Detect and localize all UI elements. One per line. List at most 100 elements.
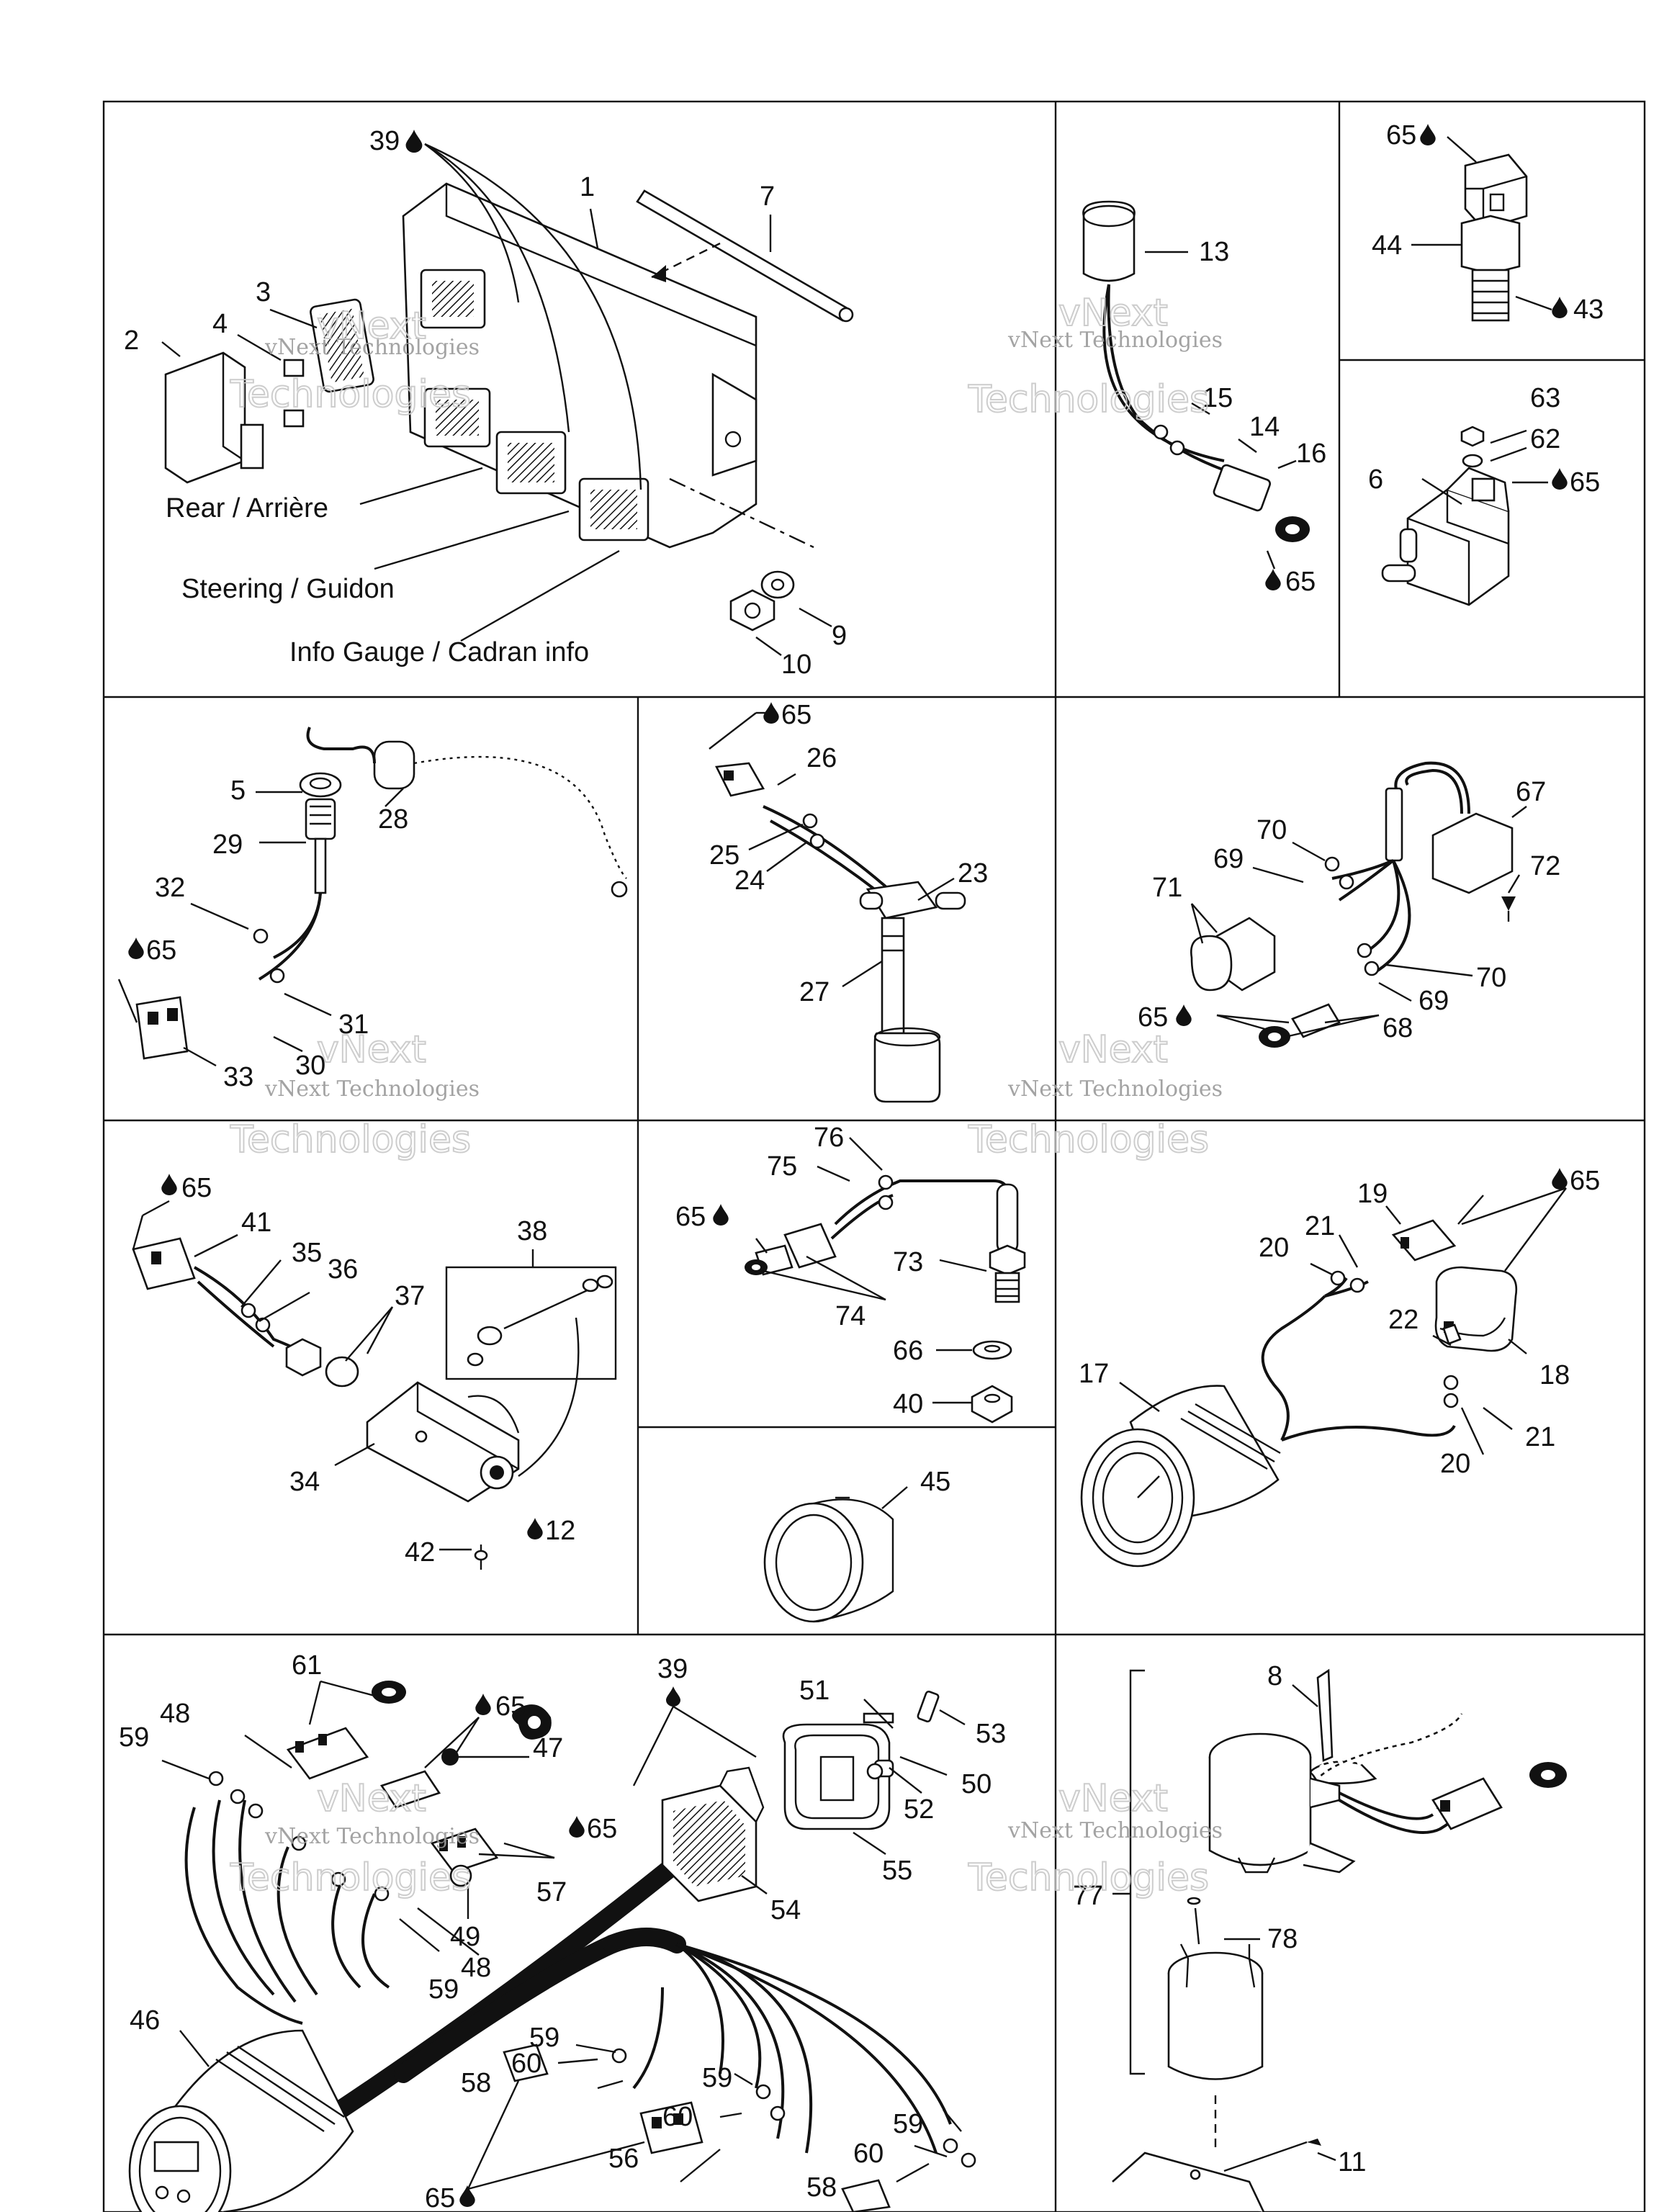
callout-12: 12 — [545, 1516, 575, 1546]
callout-59: 59 — [893, 2109, 923, 2139]
oil-drop-icon — [1265, 569, 1281, 590]
callout-70: 70 — [1256, 815, 1287, 845]
watermark-text: vNext Technologies — [264, 335, 480, 360]
callout-40: 40 — [893, 1389, 923, 1419]
watermark-text: vNext Technologies — [1007, 1076, 1223, 1102]
watermark-text: vNext — [1058, 1028, 1168, 1071]
callout-45: 45 — [920, 1467, 950, 1497]
callout-16: 16 — [1296, 439, 1326, 469]
callout-44: 44 — [1372, 230, 1402, 261]
callout-53: 53 — [976, 1719, 1006, 1749]
oil-drop-icon — [161, 1174, 177, 1195]
callout-71: 71 — [1152, 873, 1182, 903]
watermark-text: Technologies — [968, 1118, 1209, 1161]
callout-3: 3 — [256, 277, 271, 307]
watermark-text: vNext — [317, 305, 426, 348]
callout-65: 65 — [781, 700, 811, 730]
oil-drop-icon — [527, 1518, 543, 1539]
callout-22: 22 — [1388, 1305, 1419, 1335]
callout-10: 10 — [781, 649, 811, 680]
panel-trim-sensor: 65 41 35 36 37 38 34 42 12 — [132, 1173, 617, 1570]
callout-59: 59 — [119, 1722, 149, 1753]
callout-68: 68 — [1382, 1013, 1413, 1043]
oil-drop-icon — [1552, 1168, 1568, 1190]
oil-drop-icon — [1176, 1004, 1192, 1026]
callout-20: 20 — [1440, 1449, 1470, 1479]
panel-sensor-44: 65 44 43 — [1372, 120, 1604, 325]
callout-8: 8 — [1267, 1661, 1282, 1691]
callout-13: 13 — [1199, 237, 1229, 267]
callout-65: 65 — [425, 2183, 455, 2212]
callout-38: 38 — [517, 1216, 547, 1246]
callout-65: 65 — [146, 935, 176, 966]
callout-37: 37 — [395, 1281, 425, 1311]
panel-solenoid-6: 6 63 62 65 — [1368, 383, 1600, 606]
watermark-text: vNext Technologies — [264, 1824, 480, 1849]
callout-35: 35 — [292, 1238, 322, 1268]
caption-info-gauge: Info Gauge / Cadran info — [289, 637, 589, 667]
oil-drop-icon — [569, 1816, 585, 1838]
callout-62: 62 — [1530, 424, 1560, 454]
watermark-text: Technologies — [968, 378, 1209, 421]
callout-57: 57 — [536, 1877, 567, 1907]
callout-18: 18 — [1539, 1360, 1570, 1390]
watermark-text: vNext Technologies — [1007, 1818, 1223, 1843]
callout-70: 70 — [1476, 963, 1506, 993]
panel-bezel-45: 45 — [763, 1467, 950, 1623]
panel-wiring-harness: 61 48 59 65 47 65 57 49 48 59 39 54 55 5… — [119, 1650, 1006, 2212]
callout-65: 65 — [1386, 120, 1416, 150]
watermark-text: vNext — [317, 1028, 426, 1071]
oil-drop-icon — [666, 1686, 680, 1707]
panel-module-67: 67 70 69 71 72 70 69 65 68 — [1138, 761, 1560, 1048]
callout-65: 65 — [1570, 1166, 1600, 1196]
callout-75: 75 — [767, 1151, 797, 1182]
callout-65: 65 — [1285, 567, 1316, 597]
oil-drop-icon — [713, 1204, 729, 1226]
oil-drop-icon — [1552, 297, 1568, 318]
watermark-text: vNext — [1058, 1777, 1168, 1820]
callout-1: 1 — [580, 172, 595, 202]
oil-drop-icon — [475, 1694, 491, 1715]
panel-fuel-level-sensor: 65 26 25 24 23 27 — [709, 700, 988, 1103]
callout-39: 39 — [657, 1654, 688, 1684]
callout-77: 77 — [1073, 1881, 1103, 1911]
watermark-text: vNext Technologies — [1007, 328, 1223, 353]
callout-49: 49 — [450, 1922, 480, 1952]
callout-76: 76 — [814, 1123, 844, 1153]
callout-39: 39 — [369, 126, 400, 156]
caption-rear: Rear / Arrière — [166, 493, 328, 523]
callout-59: 59 — [428, 1974, 459, 2005]
watermark: vNext Technologies Technologies vNext vN… — [229, 291, 1223, 1900]
callout-60: 60 — [853, 2139, 884, 2169]
callout-33: 33 — [223, 1062, 253, 1092]
callout-26: 26 — [806, 743, 837, 773]
watermark-text: vNext — [317, 1777, 426, 1820]
callout-59: 59 — [702, 2063, 732, 2093]
callout-48: 48 — [160, 1699, 190, 1729]
callout-43: 43 — [1573, 295, 1604, 325]
callout-20: 20 — [1259, 1233, 1289, 1263]
panel-gauge-17: 19 65 21 20 22 18 17 21 20 — [1079, 1166, 1600, 1568]
callout-4: 4 — [212, 309, 228, 339]
callout-60: 60 — [662, 2102, 693, 2132]
watermark-text: Technologies — [230, 1856, 471, 1899]
callout-54: 54 — [770, 1895, 801, 1925]
watermark-text: Technologies — [968, 1856, 1209, 1899]
callout-6: 6 — [1368, 464, 1383, 495]
callout-51: 51 — [799, 1676, 830, 1706]
callout-24: 24 — [734, 866, 765, 896]
callout-2: 2 — [124, 325, 139, 356]
callout-19: 19 — [1357, 1179, 1388, 1209]
callout-25: 25 — [709, 840, 739, 871]
callout-63: 63 — [1530, 383, 1560, 413]
callout-21: 21 — [1525, 1422, 1555, 1452]
callout-55: 55 — [882, 1856, 912, 1886]
callout-29: 29 — [212, 830, 243, 860]
callout-58: 58 — [461, 2068, 491, 2098]
callout-65: 65 — [1570, 467, 1600, 498]
callout-7: 7 — [760, 181, 775, 212]
callout-11: 11 — [1338, 2147, 1366, 2177]
callout-74: 74 — [835, 1301, 866, 1331]
panel-tether-switch: 5 28 29 32 65 31 30 33 — [117, 727, 628, 1092]
callout-73: 73 — [893, 1247, 923, 1277]
